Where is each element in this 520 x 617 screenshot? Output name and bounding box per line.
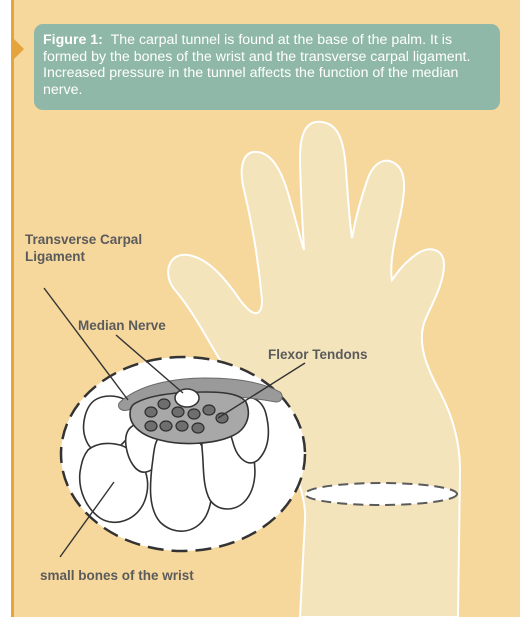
flexor-tendon [203,405,215,415]
label-transverse-carpal-ligament: Transverse Carpal Ligament [25,231,145,265]
flexor-tendon [216,413,228,423]
flexor-tendon [192,423,204,433]
caption-arrow [11,36,24,62]
wrist-section-ellipse [305,483,457,505]
flexor-tendon [145,421,157,431]
flexor-tendon [188,409,200,419]
flexor-tendon [158,399,170,409]
caption-prefix: Figure 1: [43,32,103,48]
ligament-leader-line [44,288,128,400]
caption-text: The carpal tunnel is found at the base o… [43,32,470,98]
flexor-tendon [176,421,188,431]
flexor-tendon [172,407,184,417]
label-wrist-bones: small bones of the wrist [40,567,194,584]
figure-caption: Figure 1: The carpal tunnel is found at … [43,32,493,98]
flexor-tendon [160,421,172,431]
median-nerve [175,389,199,407]
label-flexor-tendons: Flexor Tendons [268,346,368,363]
flexor-tendon [145,407,157,417]
label-median-nerve: Median Nerve [78,317,166,334]
